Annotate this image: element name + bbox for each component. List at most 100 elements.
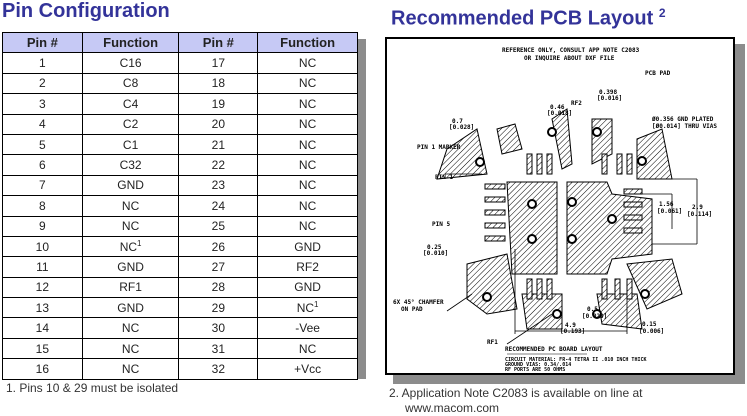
rf1-label: RF1 — [487, 339, 498, 346]
dim-015-in: [0.006] — [639, 328, 664, 335]
table-row: 1 C16 17 NC — [2, 52, 358, 74]
footnote-1: 1. Pins 10 & 29 must be isolated — [6, 381, 179, 395]
dimension-lines — [445, 173, 698, 355]
table-cell: NC — [81, 215, 180, 237]
table-cell: 29 — [178, 297, 259, 319]
dim-046: 0.46 — [550, 104, 565, 111]
cell-text: 27 — [211, 259, 226, 274]
dim-156: 1.56 — [659, 201, 674, 208]
table-cell: 1 — [2, 52, 83, 74]
cell-text: NC — [121, 361, 140, 376]
cell-text: GND — [294, 280, 321, 295]
cell-text: 10 — [35, 239, 50, 254]
table-cell: RF2 — [257, 256, 358, 278]
cell-text: NC — [298, 158, 317, 173]
table-cell: 20 — [178, 113, 259, 135]
table-cell: NC — [257, 195, 358, 217]
cell-text: 22 — [211, 158, 226, 173]
cell-text: C16 — [119, 56, 142, 71]
cell-text: NC — [298, 198, 317, 213]
dim-025: 0.25 — [427, 244, 442, 251]
table-cell: 22 — [178, 154, 259, 176]
cell-text: GND — [117, 300, 144, 315]
vias-label-2: [Ø0.014] THRU VIAS — [652, 123, 717, 130]
cell-text: NC — [298, 117, 317, 132]
cell-text: NC — [296, 301, 315, 316]
table-cell: NC1 — [257, 297, 358, 319]
table-cell: 13 — [2, 297, 83, 319]
dim-29: 2.9 — [692, 204, 703, 211]
pcb-layout-drawing: REFERENCE ONLY, CONSULT APP NOTE C2083 O… — [393, 47, 717, 373]
layout-note-2: GROUND VIAS: 0.34/.014 — [505, 362, 571, 368]
cell-text: GND — [294, 239, 321, 254]
table-cell: 7 — [2, 174, 83, 197]
dim-07: 0.7 — [452, 118, 463, 125]
table-cell: GND — [81, 256, 180, 278]
dim-49-in: [0.193] — [560, 328, 585, 335]
via-holes — [475, 127, 650, 319]
cell-text: 28 — [211, 280, 226, 295]
table-cell: 4 — [2, 113, 83, 135]
cell-text: NC — [298, 341, 317, 356]
column-header: Pin # — [178, 31, 259, 54]
cell-text: NC — [121, 341, 140, 356]
footnote-2: 2. Application Note C2083 is available o… — [389, 386, 643, 416]
table-cell: 16 — [2, 358, 83, 380]
table-cell: 6 — [2, 154, 83, 176]
table-cell: GND — [81, 174, 180, 197]
cell-text: 31 — [211, 341, 226, 356]
pcb-pad-legend: PCB PAD — [645, 70, 671, 77]
layout-caption: RECOMMENDED PC BOARD LAYOUT — [505, 346, 603, 353]
chamfer-label-2: ON PAD — [401, 306, 423, 313]
table-cell: 2 — [2, 72, 83, 95]
table-cell: 11 — [2, 256, 83, 278]
dim-0398-in: [0.016] — [597, 95, 622, 102]
table-cell: 3 — [2, 93, 83, 115]
cell-text: -Vee — [295, 321, 320, 336]
cell-text: 25 — [211, 219, 226, 234]
table-cell: -Vee — [257, 317, 358, 339]
table-cell: 24 — [178, 195, 259, 217]
footnote-2-link[interactable]: www.macom.com — [405, 401, 500, 415]
layout-note-1: CIRCUIT MATERIAL: FR-4 TETRA II .010 INC… — [505, 357, 646, 363]
cell-text: 26 — [211, 239, 226, 254]
dim-05-in: [0.020] — [582, 313, 607, 320]
cell-text: 17 — [211, 56, 226, 71]
cell-text: NC — [298, 137, 317, 152]
pin1-marker-label: PIN 1 MARKER — [417, 144, 461, 151]
cell-text: NC — [298, 219, 317, 234]
dim-025-in: [0.010] — [423, 250, 448, 257]
table-cell: C16 — [81, 52, 180, 74]
table-row: 10 NC1 26 GND — [2, 235, 358, 258]
table-cell: NC — [257, 215, 358, 237]
cell-text: 13 — [35, 300, 50, 315]
cell-text: NC — [298, 56, 317, 71]
table-cell: NC — [257, 113, 358, 135]
cell-text: 30 — [211, 321, 226, 336]
cell-text: 20 — [211, 117, 226, 132]
column-header: Pin # — [2, 31, 83, 54]
table-cell: NC — [257, 72, 358, 95]
ref-note-2: OR INQUIRE ABOUT DXF FILE — [524, 55, 615, 62]
cell-text: 4 — [39, 117, 46, 132]
footnote-marker: 1 — [137, 239, 142, 249]
dim-156-in: [0.061] — [657, 208, 682, 215]
table-cell: 21 — [178, 133, 259, 156]
table-cell: C2 — [81, 113, 180, 135]
cell-text: 8 — [39, 198, 46, 213]
cell-text: RF1 — [119, 280, 142, 295]
table-cell: 5 — [2, 133, 83, 156]
cell-text: NC — [119, 240, 138, 255]
table-cell: 23 — [178, 174, 259, 197]
table-cell: NC — [257, 337, 358, 360]
cell-text: 2 — [39, 76, 46, 91]
table-cell: NC — [81, 337, 180, 360]
table-cell: GND — [257, 235, 358, 258]
dim-07-in: [0.028] — [449, 124, 474, 131]
ref-note-1: REFERENCE ONLY, CONSULT APP NOTE C2083 — [502, 47, 640, 54]
table-cell: NC — [257, 93, 358, 115]
